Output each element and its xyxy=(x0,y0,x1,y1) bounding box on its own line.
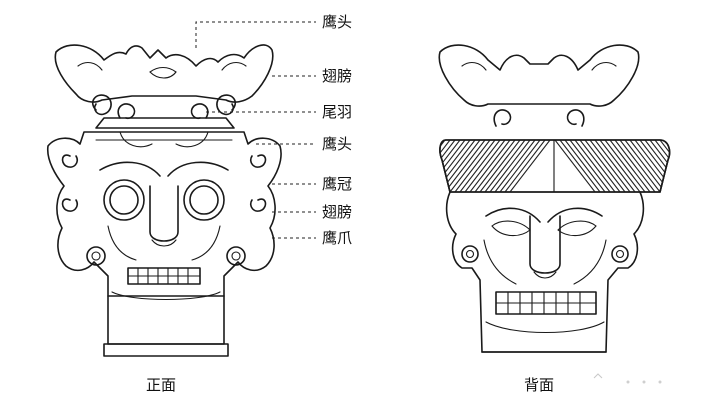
front-leader-lines xyxy=(195,21,316,239)
hatch-line xyxy=(649,140,670,192)
hatch-line xyxy=(454,140,496,192)
hatch-line xyxy=(639,140,670,192)
hatch-line xyxy=(664,140,670,192)
hatch-line xyxy=(559,140,601,192)
hatch-line xyxy=(669,140,670,192)
hatch-line xyxy=(564,140,606,192)
hatch-line xyxy=(365,140,405,192)
hatch-line xyxy=(574,140,616,192)
hatch-line xyxy=(690,140,720,192)
back-view-drawing xyxy=(360,44,720,353)
hatch-line xyxy=(695,140,720,192)
hatch-line xyxy=(629,140,670,192)
hatch-line xyxy=(385,140,425,192)
label-eagle-crest: 鹰冠 xyxy=(322,175,352,193)
hatch-line xyxy=(375,140,415,192)
hatch-line xyxy=(439,140,451,192)
hatch-line xyxy=(489,140,531,192)
hatch-line xyxy=(589,140,631,192)
watermark-mark xyxy=(593,373,662,384)
hatch-line xyxy=(380,140,420,192)
hatch-line xyxy=(604,140,646,192)
hatch-line xyxy=(644,140,670,192)
hatch-line xyxy=(449,140,491,192)
hatch-line xyxy=(619,140,661,192)
hatch-line xyxy=(599,140,641,192)
hatch-line xyxy=(439,140,466,192)
hatch-line xyxy=(685,140,720,192)
hatch-line xyxy=(614,140,656,192)
hatch-line xyxy=(484,140,526,192)
hatch-line xyxy=(439,140,456,192)
hatch-line xyxy=(469,140,511,192)
label-eagle-head-top: 鹰头 xyxy=(322,13,352,31)
hatch-line xyxy=(439,140,471,192)
hatch-line xyxy=(439,140,476,192)
hatch-line xyxy=(509,140,551,192)
front-view-drawing xyxy=(46,44,282,357)
hatch-line xyxy=(444,140,486,192)
hatch-line xyxy=(675,140,715,192)
hatch-line xyxy=(464,140,506,192)
hatch-line xyxy=(554,140,596,192)
hatch-line xyxy=(624,140,666,192)
hatch-line xyxy=(594,140,636,192)
hatch-line xyxy=(474,140,516,192)
hatch-line xyxy=(654,140,670,192)
hatch-line xyxy=(479,140,521,192)
label-eagle-head-mid: 鹰头 xyxy=(322,135,352,153)
hatch-line xyxy=(439,140,446,192)
hatch-line xyxy=(584,140,626,192)
hatch-line xyxy=(439,140,441,192)
front-labels: 鹰头 翅膀 尾羽 鹰头 鹰冠 翅膀 鹰爪 xyxy=(322,13,352,247)
label-tail-feathers: 尾羽 xyxy=(322,103,352,121)
label-wings-side: 翅膀 xyxy=(322,203,352,221)
hatch-line xyxy=(395,140,435,192)
label-eagle-claws: 鹰爪 xyxy=(322,229,352,247)
hatch-line xyxy=(659,140,670,192)
hatched-band xyxy=(360,140,720,192)
label-wings-top: 翅膀 xyxy=(322,67,352,85)
hatch-line xyxy=(579,140,621,192)
hatch-line xyxy=(370,140,410,192)
caption-front: 正面 xyxy=(146,376,176,394)
caption-back: 背面 xyxy=(524,376,554,394)
hatch-line xyxy=(569,140,611,192)
hatch-line xyxy=(680,140,720,192)
hatch-line xyxy=(439,140,481,192)
hatch-line xyxy=(390,140,430,192)
hatch-line xyxy=(504,140,546,192)
hatch-line xyxy=(499,140,541,192)
hatch-line xyxy=(609,140,651,192)
hatch-line xyxy=(360,140,400,192)
hatch-line xyxy=(459,140,501,192)
hatch-line xyxy=(494,140,536,192)
